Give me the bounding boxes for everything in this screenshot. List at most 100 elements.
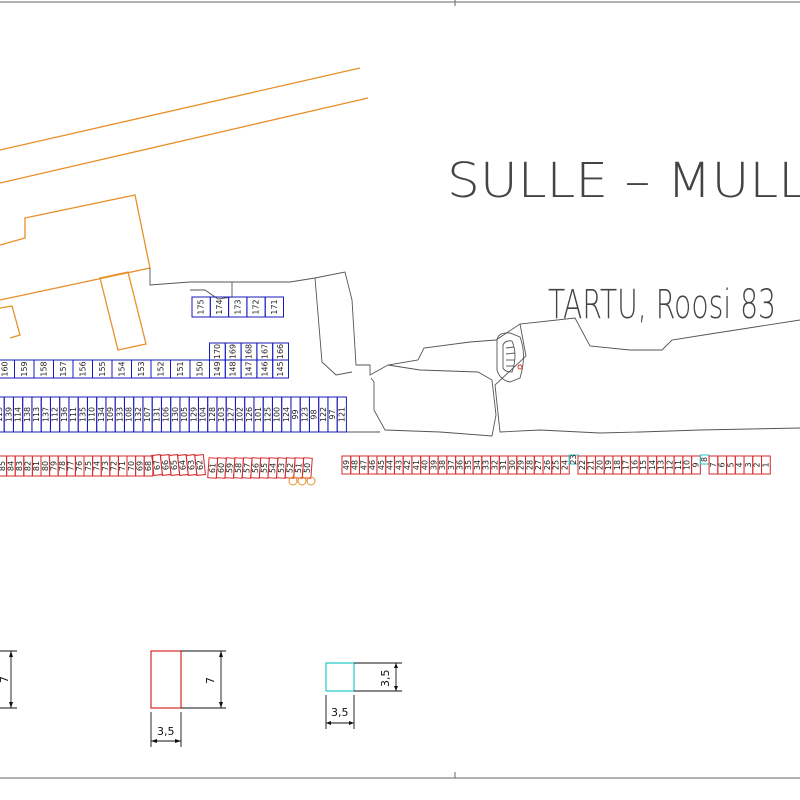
blue-plot-172: 172 — [246, 296, 266, 318]
plot-number: 82 — [24, 461, 33, 471]
plot-number: 15 — [639, 460, 648, 470]
blue-plot-99: 99 — [290, 396, 301, 433]
plot-number: 135 — [78, 407, 87, 422]
plot-number: 74 — [92, 461, 101, 471]
plot-number: 104 — [199, 407, 208, 422]
blue-plot-104: 104 — [198, 396, 209, 433]
blue-plot-121: 121 — [336, 396, 347, 433]
blue-plot-134: 134 — [96, 396, 107, 433]
blue-plot-168: 168 — [240, 342, 258, 361]
plot-number: 139 — [4, 407, 13, 422]
blue-plot-132: 132 — [133, 396, 144, 433]
plot-34: 34 — [472, 455, 483, 475]
plot-number: 21 — [587, 460, 596, 470]
blue-plot-103: 103 — [216, 396, 227, 433]
blue-plot-127: 127 — [225, 396, 236, 433]
plot-20: 20 — [594, 455, 605, 475]
plot-number: 70 — [127, 461, 136, 471]
plot-number: 32 — [490, 460, 499, 470]
plot-number: 170 — [213, 344, 222, 359]
blue-plot-109: 109 — [105, 396, 116, 433]
plot-37: 37 — [446, 455, 457, 475]
plot-17: 17 — [621, 455, 631, 475]
plot-number: 76 — [75, 461, 84, 471]
plot-25: 25 — [551, 455, 562, 475]
plot-9: 9 — [691, 455, 701, 475]
blue-plot-154: 154 — [111, 359, 132, 379]
blue-plot-166: 166 — [272, 342, 290, 361]
plot-number: 173 — [233, 299, 242, 314]
plot-number: 126 — [245, 407, 254, 422]
plot-number: 105 — [180, 407, 189, 422]
building-outlines — [0, 67, 369, 351]
plot-13: 13 — [656, 455, 666, 475]
plot-outline — [301, 457, 313, 479]
plot-number: 150 — [195, 361, 204, 376]
plot-number: 73 — [101, 461, 110, 471]
plot-number: 62 — [195, 459, 205, 470]
plot-number: 80 — [41, 461, 50, 471]
blue-plot-112: 112 — [50, 396, 61, 433]
plot-outline — [560, 455, 570, 475]
plot-number: 38 — [438, 460, 447, 470]
plot-number: 125 — [263, 407, 272, 422]
blue-plot-156: 156 — [72, 359, 93, 379]
plot-number: 131 — [152, 407, 161, 422]
blue-plot-137: 137 — [40, 396, 51, 433]
blue-plot-155: 155 — [92, 359, 113, 379]
plot-number: 121 — [337, 407, 346, 422]
plot-11: 11 — [673, 455, 684, 475]
blue-plot-174: 174 — [209, 296, 230, 318]
plot-number: 111 — [69, 407, 78, 422]
plot-number: 107 — [143, 407, 152, 422]
plot-number: 43 — [394, 460, 403, 470]
plot-number: 2 — [753, 462, 762, 467]
plot-number: 103 — [217, 407, 226, 422]
plot-number: 122 — [319, 407, 328, 422]
blue-plot-135: 135 — [77, 396, 88, 433]
plot-number: 31 — [499, 460, 508, 470]
blue-plot-167: 167 — [256, 342, 274, 361]
plot-number: 129 — [189, 407, 198, 422]
plot-number: 106 — [162, 407, 171, 422]
plot-number: 63 — [186, 459, 196, 470]
legend-cyan-width-label: 3,5 — [331, 706, 349, 719]
plot-number: 52 — [285, 463, 295, 474]
plot-number: 33 — [482, 460, 491, 470]
plot-number: 123 — [300, 407, 309, 422]
plot-number: 136 — [60, 407, 69, 422]
plot-number: 148 — [229, 361, 238, 376]
blue-plot-105: 105 — [179, 396, 190, 433]
blue-plot-107: 107 — [142, 396, 153, 433]
plot-number: 102 — [236, 407, 245, 422]
plot-number: 152 — [156, 361, 165, 376]
plot-number: 153 — [137, 361, 146, 376]
plot-number: 128 — [208, 407, 217, 422]
plot-30: 30 — [507, 455, 518, 475]
plot-23: 23 — [568, 454, 579, 465]
plot-number: 1 — [761, 462, 770, 467]
legend-cyan-height-label: 3,5 — [379, 670, 392, 688]
plot-28: 28 — [525, 455, 535, 475]
plot-32: 32 — [490, 455, 500, 475]
blue-plot-145: 145 — [272, 359, 290, 379]
legend-red-height-label: 7 — [204, 677, 217, 684]
plot-number: 108 — [125, 407, 134, 422]
blue-plot-152: 152 — [150, 359, 171, 379]
plot-number: 156 — [78, 361, 87, 376]
blue-plot-146: 146 — [256, 359, 274, 379]
plot-number: 166 — [276, 344, 285, 359]
blue-plot-171: 171 — [264, 296, 285, 318]
plot-39: 39 — [428, 455, 439, 475]
drawing-subtitle: TARTU, Roosi 83 — [548, 282, 776, 328]
plot-2: 2 — [752, 455, 763, 475]
plot-number: 56 — [251, 463, 261, 474]
blue-plot-122: 122 — [318, 396, 329, 433]
blue-plot-97: 97 — [327, 396, 338, 433]
plot-14: 14 — [647, 455, 658, 475]
plot-36: 36 — [455, 455, 465, 475]
plot-number: 71 — [118, 461, 127, 471]
plot-number: 146 — [260, 361, 269, 376]
blue-plot-148: 148 — [224, 359, 242, 379]
plot-number: 59 — [225, 463, 235, 474]
